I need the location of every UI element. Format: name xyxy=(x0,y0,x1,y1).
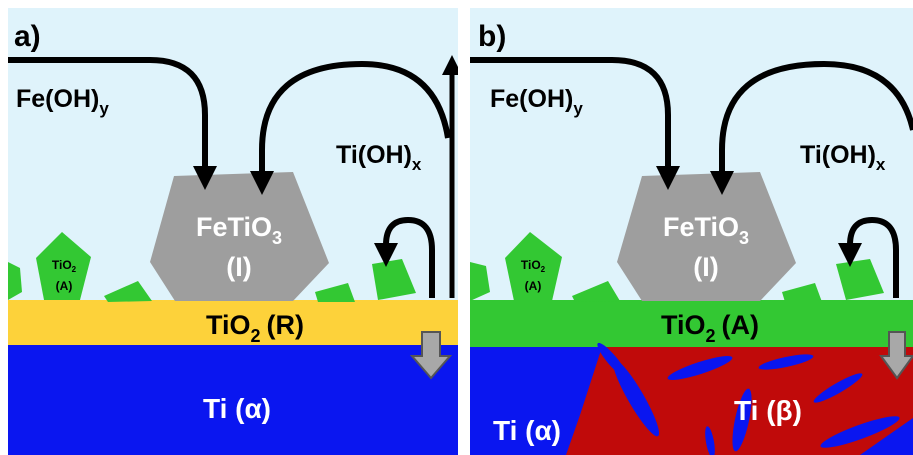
substrate-alpha-label: Ti (α) xyxy=(203,393,271,424)
fe-arrow xyxy=(470,57,680,190)
substrate-alpha-label: Ti (α) xyxy=(493,415,561,446)
fe-hydroxide-label: Fe(OH)y xyxy=(16,85,109,118)
growth-down-arrow xyxy=(409,331,453,380)
crystal-phase-label: (I) xyxy=(226,252,251,282)
panel-b: b) Fe(OH)y Ti(OH)x FeTiO3 (I) TiO2 (A) T… xyxy=(470,8,913,455)
ti-hydroxide-label: Ti(OH)x xyxy=(800,141,886,174)
small-green-crystal xyxy=(104,281,152,302)
panel-a: a) Fe(OH)y Ti(OH)x FeTiO3 (I) TiO2 (A) T… xyxy=(8,8,458,455)
fe-hydroxide-label: Fe(OH)y xyxy=(490,85,583,118)
substrate-beta-label: Ti (β) xyxy=(734,395,802,426)
fe-arrow xyxy=(8,57,217,190)
alpha-lamella xyxy=(813,373,863,403)
small-green-crystal xyxy=(372,259,416,300)
ti-return-arrow xyxy=(710,60,913,195)
oxide-layer-label: TiO2(A) xyxy=(661,310,759,346)
small-green-crystal xyxy=(8,262,22,300)
small-green-crystal xyxy=(36,232,91,300)
alpha-lamella xyxy=(597,342,627,378)
ti-loop-arrow xyxy=(838,216,899,298)
small-green-crystal xyxy=(782,283,822,302)
small-green-crystal xyxy=(470,262,490,301)
ti-loop-arrow xyxy=(374,216,435,298)
alpha-lamella xyxy=(758,354,814,370)
alpha-lamella xyxy=(705,426,715,455)
small-crystal-phase-label: (A) xyxy=(525,279,542,293)
fetio3-crystal xyxy=(617,172,796,301)
crystal-name-label: FeTiO3 xyxy=(196,212,282,248)
small-green-crystal xyxy=(315,283,355,302)
crystal-phase-label: (I) xyxy=(693,252,718,282)
panel-label: b) xyxy=(478,20,506,53)
fetio3-crystal xyxy=(150,172,329,301)
alpha-lamella xyxy=(732,388,752,452)
panel-label: a) xyxy=(14,20,41,53)
substrate xyxy=(8,345,458,455)
oxide-layer xyxy=(470,300,913,350)
ti-return-arrow xyxy=(250,60,451,195)
panel-divider xyxy=(458,0,470,455)
small-crystal-name-label: TiO2 xyxy=(52,258,77,274)
growth-down-arrow xyxy=(879,331,913,380)
small-crystal-phase-label: (A) xyxy=(56,279,73,293)
alpha-lamella xyxy=(667,356,733,380)
small-green-crystal xyxy=(836,259,884,300)
oxide-layer-label: TiO2(R) xyxy=(206,310,304,346)
alpha-lamella xyxy=(612,359,660,437)
small-green-crystal xyxy=(572,281,620,302)
oxide-layer xyxy=(8,300,458,348)
ti-hydroxide-label: Ti(OH)x xyxy=(336,141,422,174)
alpha-lamella xyxy=(820,416,900,448)
small-green-crystal xyxy=(505,232,562,301)
small-crystal-name-label: TiO2 xyxy=(521,258,546,274)
crystal-name-label: FeTiO3 xyxy=(663,212,749,248)
